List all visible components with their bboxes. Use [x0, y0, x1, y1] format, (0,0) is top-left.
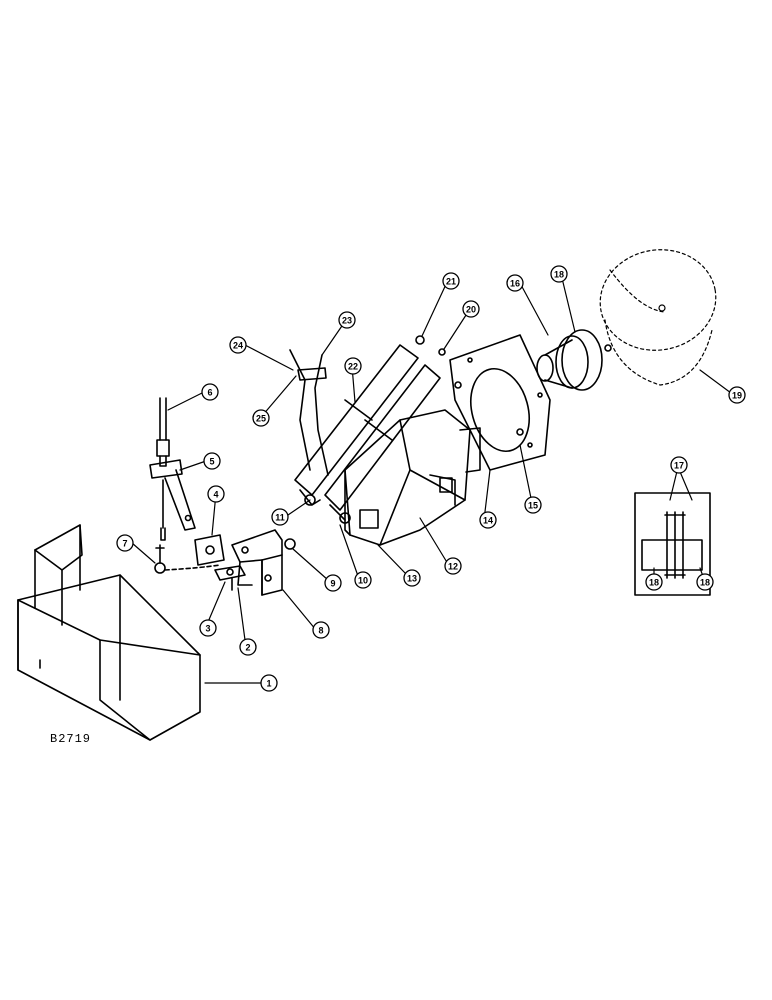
- callout-4: 4: [207, 485, 225, 503]
- callout-3: 3: [199, 619, 217, 637]
- callout-11: 11: [271, 508, 289, 526]
- plate: [194, 534, 225, 566]
- control-cable: [156, 397, 170, 467]
- svg-text:9: 9: [330, 579, 335, 589]
- nut: [284, 538, 296, 550]
- callout-13: 13: [403, 569, 421, 587]
- guard-box: [17, 524, 201, 741]
- leader-lines: [131, 273, 732, 684]
- phantom-cone: [599, 249, 717, 386]
- svg-text:4: 4: [213, 490, 218, 500]
- callout-21: 21: [442, 272, 460, 290]
- svg-text:18: 18: [554, 270, 564, 280]
- gearbox-body: [344, 409, 481, 546]
- callout-12: 12: [444, 557, 462, 575]
- svg-text:24: 24: [233, 341, 243, 351]
- callout-8: 8: [312, 621, 330, 639]
- svg-text:6: 6: [207, 388, 212, 398]
- callout-23: 23: [338, 311, 356, 329]
- svg-text:19: 19: [732, 391, 742, 401]
- svg-text:3: 3: [205, 624, 210, 634]
- svg-text:13: 13: [407, 574, 417, 584]
- pulley-hub: [536, 329, 612, 391]
- svg-text:11: 11: [275, 513, 285, 523]
- svg-text:12: 12: [448, 562, 458, 572]
- callout-5: 5: [203, 452, 221, 470]
- svg-text:5: 5: [209, 457, 214, 467]
- callout-18: 18: [550, 265, 568, 283]
- figure-id: B2719: [50, 732, 92, 746]
- callout-24: 24: [229, 336, 247, 354]
- inset-callout-18-left: 18: [645, 573, 663, 591]
- svg-text:25: 25: [256, 414, 266, 424]
- inset-callout-18-right: 18: [696, 573, 714, 591]
- svg-text:18: 18: [649, 578, 659, 588]
- svg-text:2: 2: [245, 643, 250, 653]
- callout-16: 16: [506, 274, 524, 292]
- svg-text:8: 8: [318, 626, 323, 636]
- callout-9: 9: [324, 574, 342, 592]
- callout-markers: 1 2 3 4 5 6 7 8 9 10 11 12 13 14 15 16 1…: [116, 265, 746, 692]
- svg-text:17: 17: [674, 461, 684, 471]
- callout-10: 10: [354, 571, 372, 589]
- callout-19: 19: [728, 386, 746, 404]
- callout-1: 1: [260, 674, 278, 692]
- callout-6: 6: [201, 383, 219, 401]
- rod-end: [154, 544, 166, 574]
- bracket-assembly: [214, 529, 283, 596]
- callout-2: 2: [239, 638, 257, 656]
- svg-text:15: 15: [528, 501, 538, 511]
- svg-text:10: 10: [358, 576, 368, 586]
- svg-text:20: 20: [466, 305, 476, 315]
- callout-7: 7: [116, 534, 134, 552]
- svg-text:16: 16: [510, 279, 520, 289]
- svg-text:14: 14: [483, 516, 493, 526]
- return-hoses: [289, 349, 329, 476]
- inset-callout-17: 17: [670, 456, 688, 474]
- callout-20: 20: [462, 300, 480, 318]
- hydraulic-hoses: [294, 335, 446, 524]
- svg-text:7: 7: [122, 539, 127, 549]
- detail-inset: [634, 492, 711, 596]
- callout-15: 15: [524, 496, 542, 514]
- svg-text:22: 22: [348, 362, 358, 372]
- svg-text:18: 18: [700, 578, 710, 588]
- svg-text:1: 1: [266, 679, 271, 689]
- callout-22: 22: [344, 357, 362, 375]
- svg-text:23: 23: [342, 316, 352, 326]
- mounting-flange: [449, 334, 551, 471]
- cable-bracket: [149, 459, 196, 541]
- svg-text:21: 21: [446, 277, 456, 287]
- callout-25: 25: [252, 409, 270, 427]
- callout-14: 14: [479, 511, 497, 529]
